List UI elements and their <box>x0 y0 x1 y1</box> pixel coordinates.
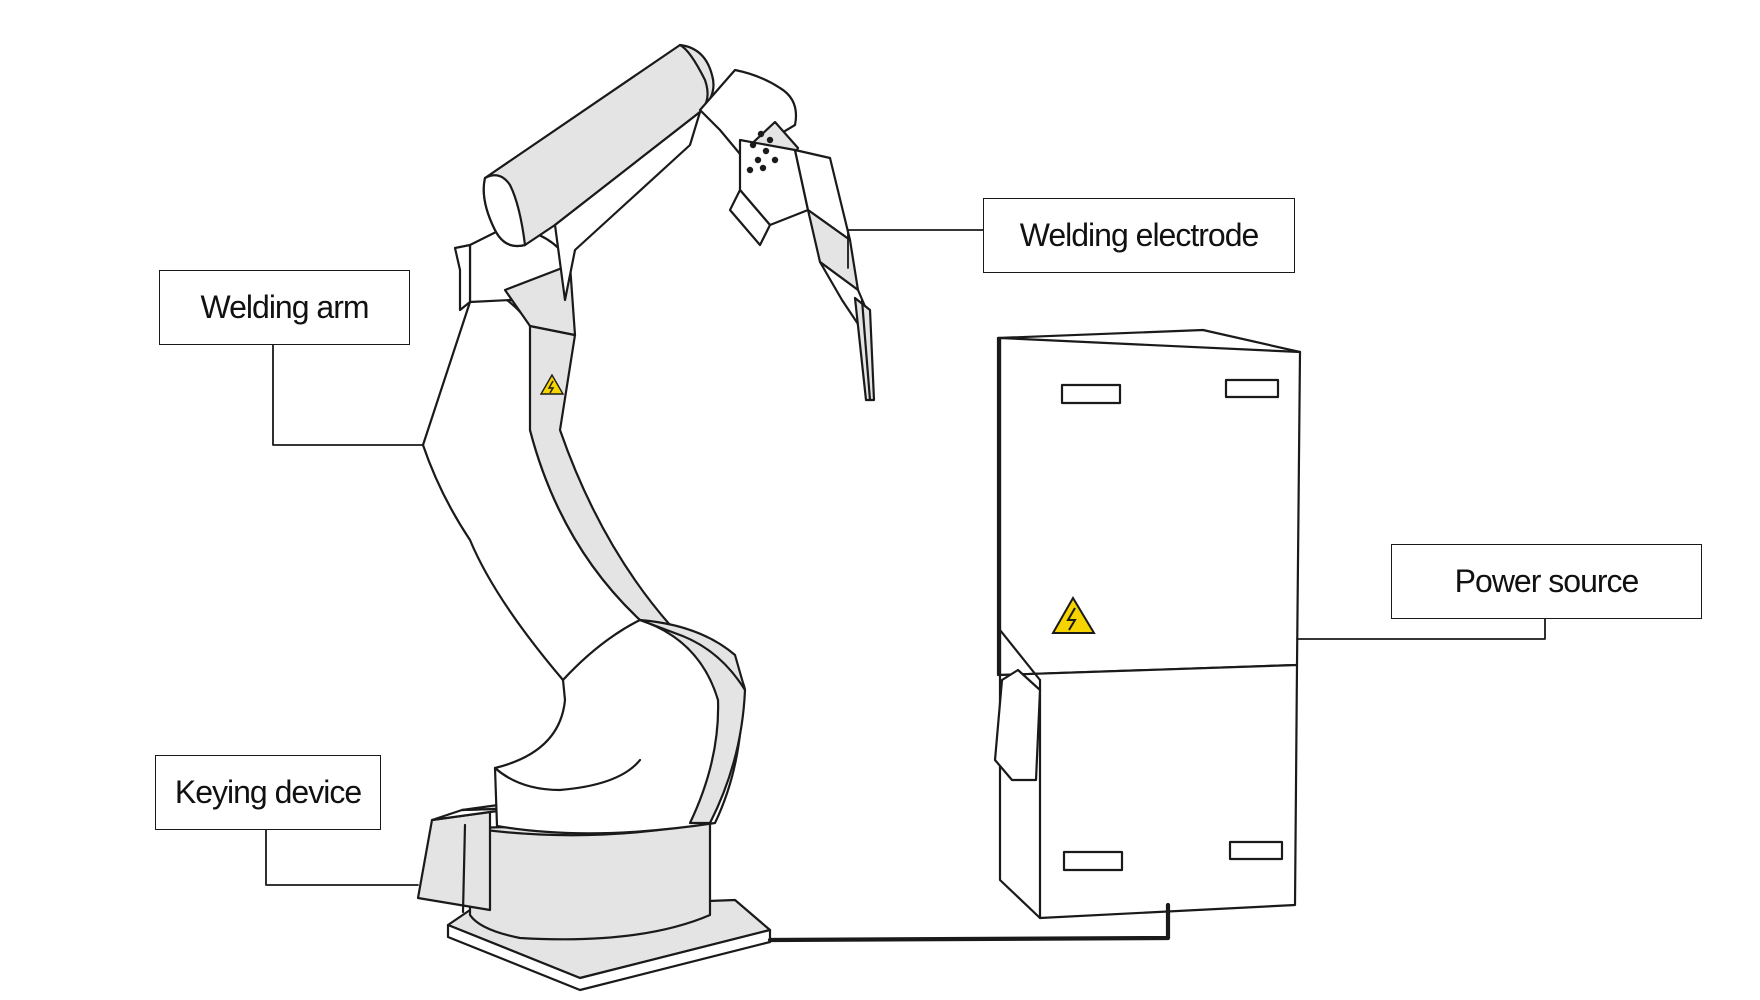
welding-arm-label-text: Welding arm <box>200 289 369 325</box>
robot-base-drum <box>468 820 712 941</box>
power-source-label-text: Power source <box>1454 563 1640 599</box>
leader-lines <box>265 229 1546 886</box>
cabinet-warning-icon <box>1051 596 1096 634</box>
power-cable <box>767 902 1171 943</box>
cabinet-handle-bottom-left <box>1062 850 1124 872</box>
keying-device-label-text: Keying device <box>174 774 362 810</box>
robot-upper-arm <box>482 43 715 302</box>
welding-electrode-label-text: Welding electrode <box>1019 217 1260 253</box>
power-source-label: Power source <box>1391 544 1702 619</box>
cabinet-handle-top-left <box>1060 383 1122 405</box>
arm-warning-icon <box>539 373 565 395</box>
power-source-cabinet <box>993 328 1302 920</box>
cabinet-handle-bottom-right <box>1228 840 1284 861</box>
wrist-bolts <box>746 130 779 174</box>
welding-arm-label: Welding arm <box>159 270 410 345</box>
cabinet-handle-top-right <box>1224 378 1280 399</box>
keying-device-label: Keying device <box>155 755 381 830</box>
welding-electrode-label: Welding electrode <box>983 198 1295 273</box>
robot-lower-arm <box>421 293 747 835</box>
